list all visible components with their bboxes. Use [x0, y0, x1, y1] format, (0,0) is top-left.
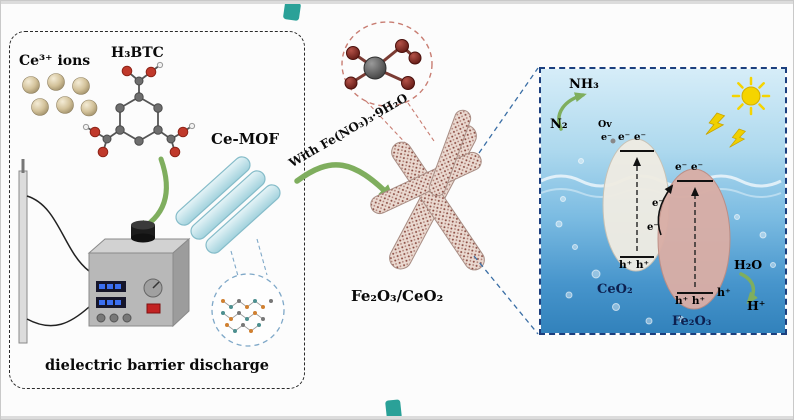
cemof-label: Ce-MOF: [211, 130, 280, 148]
top-edge: [1, 1, 793, 4]
red-atom: [408, 51, 422, 65]
synthesis-arrow: [132, 156, 169, 234]
bubbles: [555, 158, 776, 325]
ce-ion-spheres: [22, 73, 98, 117]
product-label: Fe₂O₃/CeO₂: [351, 287, 444, 305]
ceo2-name-label: CeO₂: [597, 282, 633, 297]
h2o-label: H₂O: [734, 257, 763, 272]
sun-icon: [731, 76, 771, 116]
cemof-rods: [175, 156, 281, 254]
red-button: [146, 303, 161, 314]
h3btc-label: H₃BTC: [111, 45, 164, 61]
oxygen-vacancy-label: Ov: [598, 119, 612, 130]
zoom-connectors: [473, 67, 539, 335]
h3btc-molecule: [82, 61, 196, 158]
dbd-label: dielectric barrier discharge: [45, 357, 269, 374]
fe2o3-name-label: Fe₂O₃: [672, 314, 712, 329]
band-lines: [620, 150, 713, 294]
reaction-arrows: [557, 92, 758, 305]
ce-ions-label: Ce³⁺ ions: [19, 53, 91, 69]
fe2o3-ellipse: [657, 168, 731, 310]
h2o-to-hplus-arrow: [739, 272, 758, 305]
n2-to-nh3-arrow: [557, 92, 587, 131]
oxygen-vacancy-dot: [610, 138, 616, 144]
n2-label: N₂: [550, 117, 568, 132]
synthesis-panel-border: [9, 31, 305, 389]
transfer-electron-bottom: e⁻: [647, 222, 659, 233]
mechanism-graphics: [541, 69, 785, 333]
transfer-electron-top: e⁻: [652, 198, 664, 209]
ceo2-cb-electrons: e⁻ e⁻: [618, 131, 647, 143]
red-atom: [346, 46, 360, 60]
nanorod-cluster: [370, 109, 485, 271]
cluster-zoom-circle: [341, 21, 435, 150]
ov-electron-label: e⁻: [601, 132, 613, 143]
dbd-apparatus: [87, 220, 191, 328]
excitation-arrows: [633, 157, 699, 287]
mechanism-panel: NH₃ N₂ Ov e⁻ e⁻ e⁻ h⁺ h⁺ e⁻ e⁻ h⁺ h⁺ e⁻ …: [539, 67, 787, 335]
red-atom: [401, 76, 415, 90]
electrode: [18, 159, 90, 344]
extra-hole-label: h⁺: [717, 286, 731, 299]
fe2o3-cb-electrons: e⁻ e⁻: [675, 161, 704, 173]
lightning-icon: [705, 112, 746, 148]
nh3-label: NH₃: [569, 77, 599, 92]
mof-lattice-zoom: [211, 238, 285, 347]
ceo2-vb-holes: h⁺ h⁺: [619, 259, 650, 271]
hplus-label: H⁺: [747, 298, 766, 313]
gray-atom: [363, 56, 387, 80]
red-atom: [395, 39, 409, 53]
electron-transfer-arrow: [657, 184, 674, 236]
bottom-edge: [1, 416, 793, 419]
fe2o3-vb-holes: h⁺ h⁺: [675, 295, 706, 307]
red-atom: [344, 76, 358, 90]
conversion-arrow: [294, 162, 395, 201]
